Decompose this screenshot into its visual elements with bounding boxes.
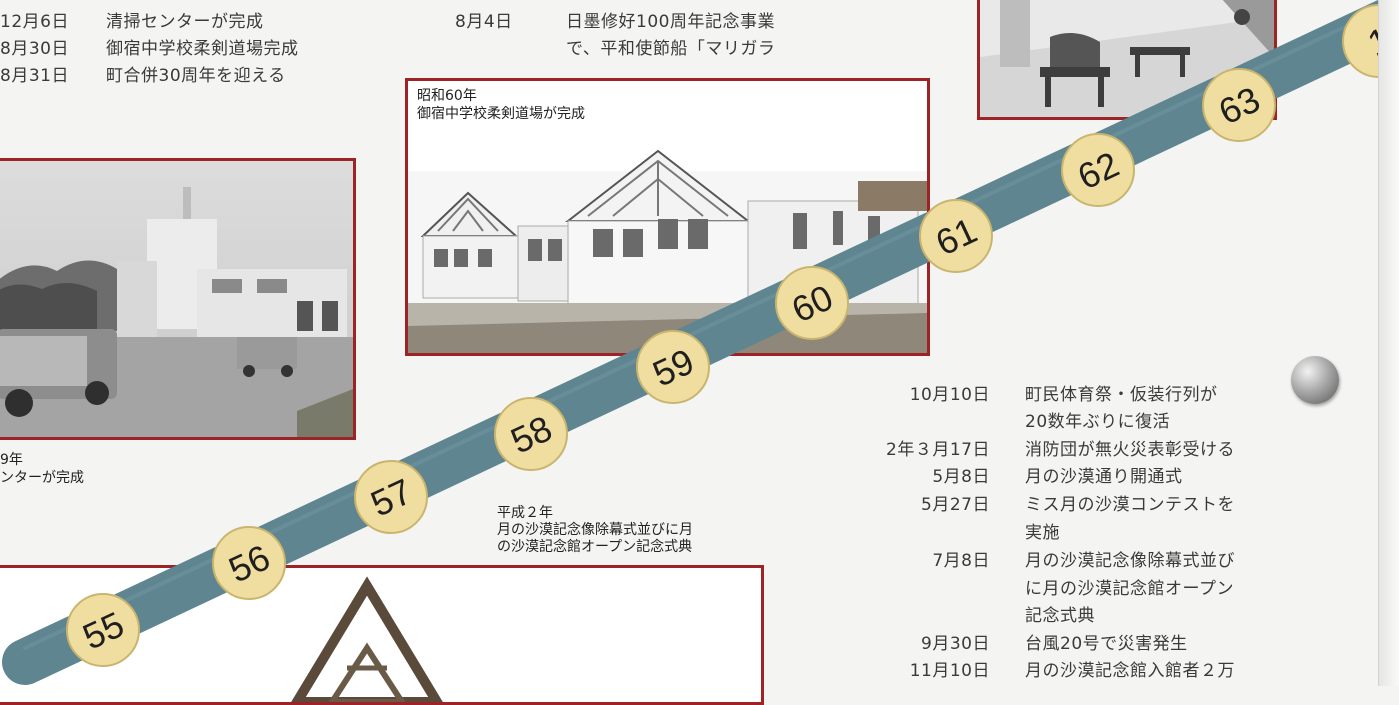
event-text: 月の沙漠記念館入館者２万 (1025, 661, 1235, 681)
photo-caption-line: 昭和60年 (417, 88, 477, 104)
event-row: 8月31日 町合併30周年を迎える (0, 64, 286, 88)
year-badge-55: 55 (66, 593, 140, 667)
cleaning-center-image (0, 161, 353, 437)
year-badge-62: 62 (1061, 133, 1135, 207)
event-date: 9月30日 (921, 634, 990, 654)
event-text: 町合併30周年を迎える (106, 66, 286, 86)
year-badge-60: 60 (775, 266, 849, 340)
event-text-line: 日墨修好100周年記念事業 (566, 12, 775, 32)
event-date: 11月10日 (909, 661, 990, 681)
event-date: 8月31日 (0, 66, 69, 86)
photo-cleaning-center (0, 158, 356, 440)
event-text: 清掃センターが完成 (106, 12, 264, 32)
year-badge-63: 63 (1202, 68, 1276, 142)
event-date: 10月10日 (909, 385, 990, 405)
event-text: 消防団が無火災表彰受ける (1025, 440, 1235, 460)
photo-caption-line: ンターが完成 (0, 470, 84, 486)
event-date: 7月8日 (932, 551, 990, 571)
photo-caption-line: 平成２年 (497, 505, 553, 521)
event-text: 記念式典 (1025, 606, 1095, 626)
year-badge-58: 58 (494, 397, 568, 471)
photo-caption-line: 9年 (0, 452, 23, 468)
event-date: 8月4日 (455, 12, 513, 32)
page-edge (1378, 0, 1399, 686)
year-badge-59: 59 (636, 330, 710, 404)
event-text: 御宿中学校柔剣道場完成 (106, 39, 299, 59)
event-date: 5月27日 (921, 495, 990, 515)
photo-caption-line: 御宿中学校柔剣道場が完成 (417, 106, 585, 122)
event-text: 月の沙漠通り開通式 (1025, 467, 1183, 487)
event-date: 2年３月17日 (886, 440, 990, 460)
year-badge-57: 57 (354, 460, 428, 534)
photo-caption-line: の沙漠記念館オープン記念式典 (497, 539, 693, 555)
event-date: 5月8日 (932, 467, 990, 487)
event-row: 12月6日 清掃センターが完成 (0, 10, 264, 34)
event-text: 20数年ぶりに復活 (1025, 412, 1171, 432)
event-text-line: で、平和使節船「マリガラ (566, 39, 776, 59)
event-text: 町民体育祭・仮装行列が (1025, 385, 1218, 405)
event-date: 12月6日 (0, 12, 69, 32)
decorative-sphere-icon (1291, 356, 1339, 404)
year-badge-56: 56 (212, 526, 286, 600)
event-text: 実施 (1025, 523, 1060, 543)
event-text: に月の沙漠記念館オープン (1025, 579, 1234, 599)
event-text: 月の沙漠記念像除幕式並び (1025, 551, 1235, 571)
event-text: ミス月の沙漠コンテストを (1025, 495, 1235, 515)
photo-caption-line: 月の沙漠記念像除幕式並びに月 (497, 522, 693, 538)
event-text: 台風20号で災害発生 (1025, 634, 1188, 654)
event-date: 8月30日 (0, 39, 69, 59)
event-row: 8月30日 御宿中学校柔剣道場完成 (0, 37, 299, 61)
year-badge-61: 61 (919, 199, 993, 273)
